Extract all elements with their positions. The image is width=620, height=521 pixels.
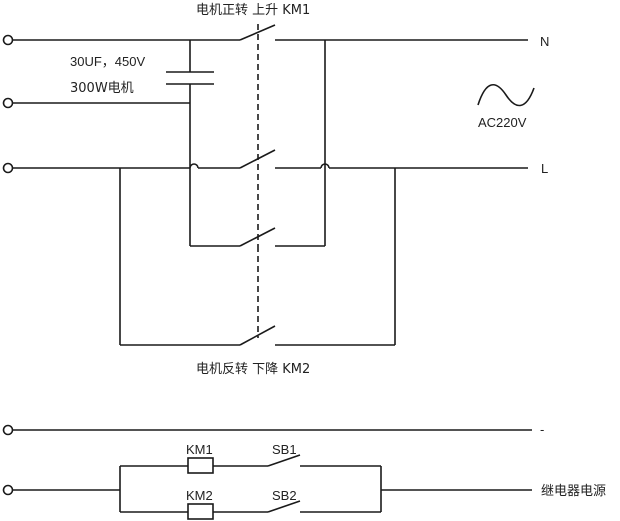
relay-km2-label: KM2 bbox=[186, 488, 213, 503]
relay-power-label: 继电器电源 bbox=[541, 484, 606, 499]
wire-crossover-1 bbox=[189, 163, 199, 169]
forward-title: 电机正转 上升 KM1 bbox=[196, 3, 310, 18]
switch-sb2-label: SB2 bbox=[272, 488, 297, 503]
relay-km1-label: KM1 bbox=[186, 442, 213, 457]
km1-contact-1[interactable] bbox=[239, 24, 276, 41]
terminal-circle-icon[interactable] bbox=[2, 162, 14, 174]
ac-source-label: AC220V bbox=[478, 115, 527, 130]
line-n-label: N bbox=[540, 34, 549, 49]
motor-spec: 300W电机 bbox=[70, 81, 134, 96]
terminal-circle-icon[interactable] bbox=[2, 34, 14, 46]
km2-contact[interactable] bbox=[239, 325, 276, 346]
relay-coil-km1 bbox=[187, 457, 214, 474]
minus-label: - bbox=[540, 422, 544, 437]
reverse-title: 电机反转 下降 KM2 bbox=[196, 362, 310, 377]
sb2-switch-blade[interactable] bbox=[267, 500, 301, 513]
terminal-circle-icon[interactable] bbox=[2, 97, 14, 109]
switch-sb1-label: SB1 bbox=[272, 442, 297, 457]
terminal-circle-icon[interactable] bbox=[2, 424, 14, 436]
line-l-label: L bbox=[541, 161, 548, 176]
sine-wave-icon bbox=[477, 84, 535, 107]
relay-coil-km2 bbox=[187, 503, 214, 520]
capacitor-spec: 30UF，450V bbox=[70, 54, 145, 69]
terminal-circle-icon[interactable] bbox=[2, 484, 14, 496]
sb1-switch-blade[interactable] bbox=[267, 454, 301, 467]
